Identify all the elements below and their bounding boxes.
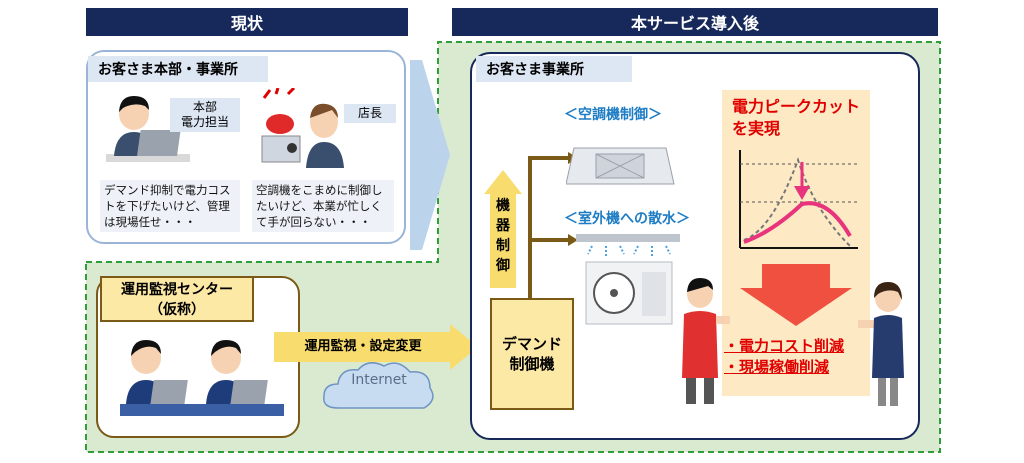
female-staff-illustration bbox=[858, 282, 904, 406]
header-after: 本サービス導入後 bbox=[452, 8, 938, 36]
demand-controller-box: デマンド制御機 bbox=[490, 298, 574, 410]
peak-cut-graph bbox=[739, 150, 858, 249]
monitor-center-subtitle: （仮称） bbox=[149, 302, 205, 318]
male-staff-illustration bbox=[682, 278, 730, 404]
demand-controller-label: デマンド制御機 bbox=[502, 335, 563, 373]
monitor-center-title: 運用監視センター bbox=[121, 282, 233, 298]
staff-at-laptop-illustration bbox=[106, 96, 190, 162]
water-spray-title: ＜室外機への散水＞ bbox=[564, 211, 690, 227]
header-current: 現状 bbox=[86, 8, 408, 36]
result-down-arrow bbox=[740, 264, 852, 326]
results-list: ・電力コスト削減 ・現場稼働削減 bbox=[724, 336, 844, 378]
store-manager-alarm-illustration bbox=[261, 88, 344, 168]
internet-label: Internet bbox=[351, 372, 407, 388]
monitoring-arrow bbox=[274, 324, 478, 370]
customer-site-title: お客さま事業所 bbox=[476, 56, 632, 82]
person1-label: 本部 電力担当 bbox=[170, 98, 240, 132]
person1-caption: デマンド抑制で電力コストを下げたいけど、管理は現場任せ・・・ bbox=[100, 180, 240, 232]
person2-caption: 空調機をこまめに制御したいけど、本業が忙しくて手が回らない・・・ bbox=[252, 180, 394, 232]
customer-hq-title: お客さま本部・事業所 bbox=[88, 56, 268, 82]
transition-chevron-arrow bbox=[410, 60, 450, 250]
monitoring-staff-illustration bbox=[120, 340, 284, 416]
monitoring-arrow-label: 運用監視・設定変更 bbox=[304, 339, 422, 354]
device-control-label: 機器制御 bbox=[496, 198, 510, 274]
device-control-arrow bbox=[484, 170, 522, 288]
person2-label: 店長 bbox=[344, 104, 396, 123]
result-item: ・現場稼働削減 bbox=[724, 358, 830, 376]
monitor-center-title-box: 運用監視センター （仮称） bbox=[100, 276, 254, 322]
outdoor-unit-spray-illustration bbox=[576, 234, 680, 325]
peak-cut-title: 電力ピークカット を実現 bbox=[732, 97, 861, 138]
internet-cloud bbox=[323, 362, 434, 409]
result-item: ・電力コスト削減 bbox=[724, 337, 845, 355]
ceiling-ac-unit-illustration bbox=[566, 147, 675, 185]
ac-control-title: ＜空調機制御＞ bbox=[564, 107, 662, 123]
